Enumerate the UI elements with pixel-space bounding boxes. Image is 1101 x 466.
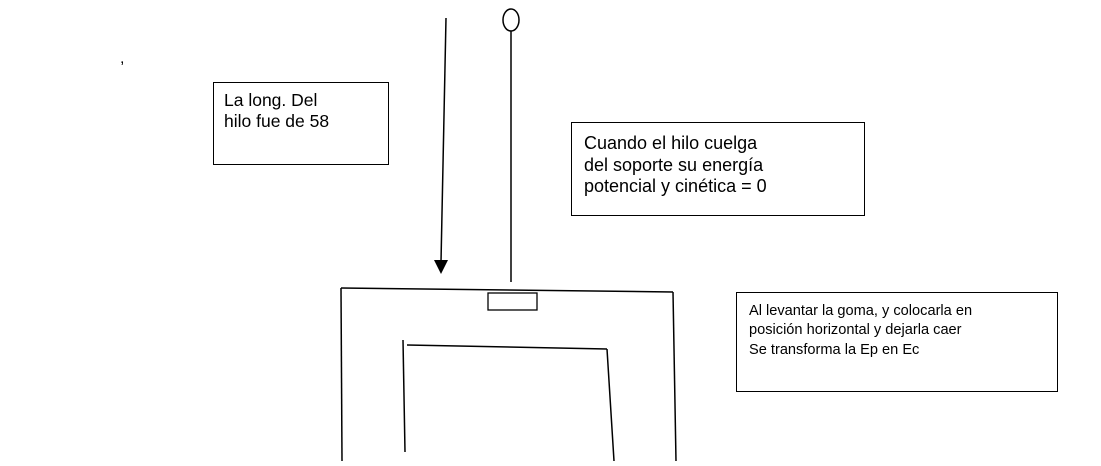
frame-inner-left [402,339,406,453]
label-line: Se transforma la Ep en Ec [749,341,920,358]
label-line: hilo fue de 58 [224,111,330,131]
label-line: posición horizontal y dejarla caer [749,322,962,339]
label-line: Al levantar la goma, y colocarla en [749,303,973,319]
label-line: del soporte su energía [584,154,764,175]
frame-top-bar [340,287,674,293]
pendulum-ring [502,8,520,32]
energy-transform-label-box: Al levantar la goma, y colocarla en posi… [736,292,1058,392]
frame-inner-right [606,348,615,462]
stray-comma-mark: , [120,50,125,67]
frame-inner-top [406,344,608,350]
clamp-block [487,292,538,311]
label-line: potencial y cinética = 0 [584,176,767,197]
label-line: La long. Del [224,90,318,110]
label-line: Cuando el hilo cuelga [584,133,758,153]
length-arrow-head [434,260,448,274]
frame-outer-left [340,287,343,462]
hanging-energy-label-box: Cuando el hilo cuelga del soporte su ene… [571,122,865,216]
length-arrow-shaft [440,17,447,263]
frame-outer-right [672,291,677,462]
thread-length-label-box: La long. Del hilo fue de 58 [213,82,389,165]
